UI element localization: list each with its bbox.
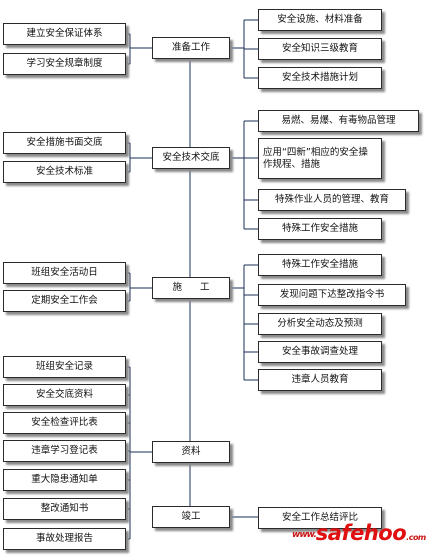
- node-establish-safety-system: 建立安全保证体系: [3, 23, 126, 45]
- category-construction: 施工: [152, 277, 230, 299]
- watermark-text: www.safehoo.com: [292, 519, 426, 552]
- category-completion: 竣工: [152, 506, 230, 528]
- node-safety-inspection-table: 安全检查评比表: [3, 412, 126, 434]
- node-safety-measures-plan: 安全技术措施计划: [258, 67, 382, 89]
- node-regular-safety-meeting: 定期安全工作会: [3, 290, 126, 312]
- node-special-worker-mgmt: 特殊作业人员的管理、教育: [258, 189, 406, 211]
- node-four-new-procedures: 应用“四新”相应的安全操作规程、措施: [258, 138, 382, 179]
- node-violator-education: 违章人员教育: [258, 369, 382, 391]
- watermark-prefix: www.: [292, 530, 317, 540]
- node-issue-rectification-order: 发现问题下达整改指令书: [258, 284, 406, 306]
- node-safety-materials-prep: 安全设施、材料准备: [258, 9, 382, 31]
- node-safety-trend-analysis: 分析安全动态及预测: [258, 313, 382, 335]
- node-study-safety-rules: 学习安全规章制度: [3, 53, 126, 75]
- category-tech-briefing: 安全技术交底: [152, 147, 230, 169]
- watermark-suffix: .com: [406, 533, 426, 542]
- category-materials: 资料: [152, 441, 230, 463]
- node-violation-study-register: 违章学习登记表: [3, 440, 126, 462]
- node-rectification-notice: 整改通知书: [3, 498, 126, 520]
- node-special-work-measures-2: 特殊工作安全措施: [258, 254, 382, 276]
- node-safety-briefing-docs: 安全交底资料: [3, 384, 126, 406]
- node-three-level-education: 安全知识三级教育: [258, 38, 382, 60]
- node-team-safety-day: 班组安全活动日: [3, 262, 126, 284]
- node-safety-work-summary: 安全工作总结评比: [258, 507, 382, 529]
- node-hazardous-goods-mgmt: 易燃、易爆、有毒物品管理: [258, 110, 419, 132]
- safehoo-watermark-logo: www.safehoo.com: [292, 519, 426, 547]
- node-safety-tech-standards: 安全技术标准: [3, 161, 126, 183]
- node-accident-report: 事故处理报告: [3, 528, 126, 550]
- node-major-hazard-notice: 重大隐患通知单: [3, 469, 126, 491]
- watermark-main: safehoo: [315, 521, 407, 545]
- node-special-work-measures-1: 特殊工作安全措施: [258, 218, 382, 240]
- category-preparation: 准备工作: [152, 37, 230, 59]
- node-team-safety-record: 班组安全记录: [3, 356, 126, 378]
- node-written-safety-briefing: 安全措施书面交底: [3, 132, 126, 154]
- node-accident-investigation: 安全事故调查处理: [258, 341, 382, 363]
- category-construction-label: 施工: [172, 282, 228, 293]
